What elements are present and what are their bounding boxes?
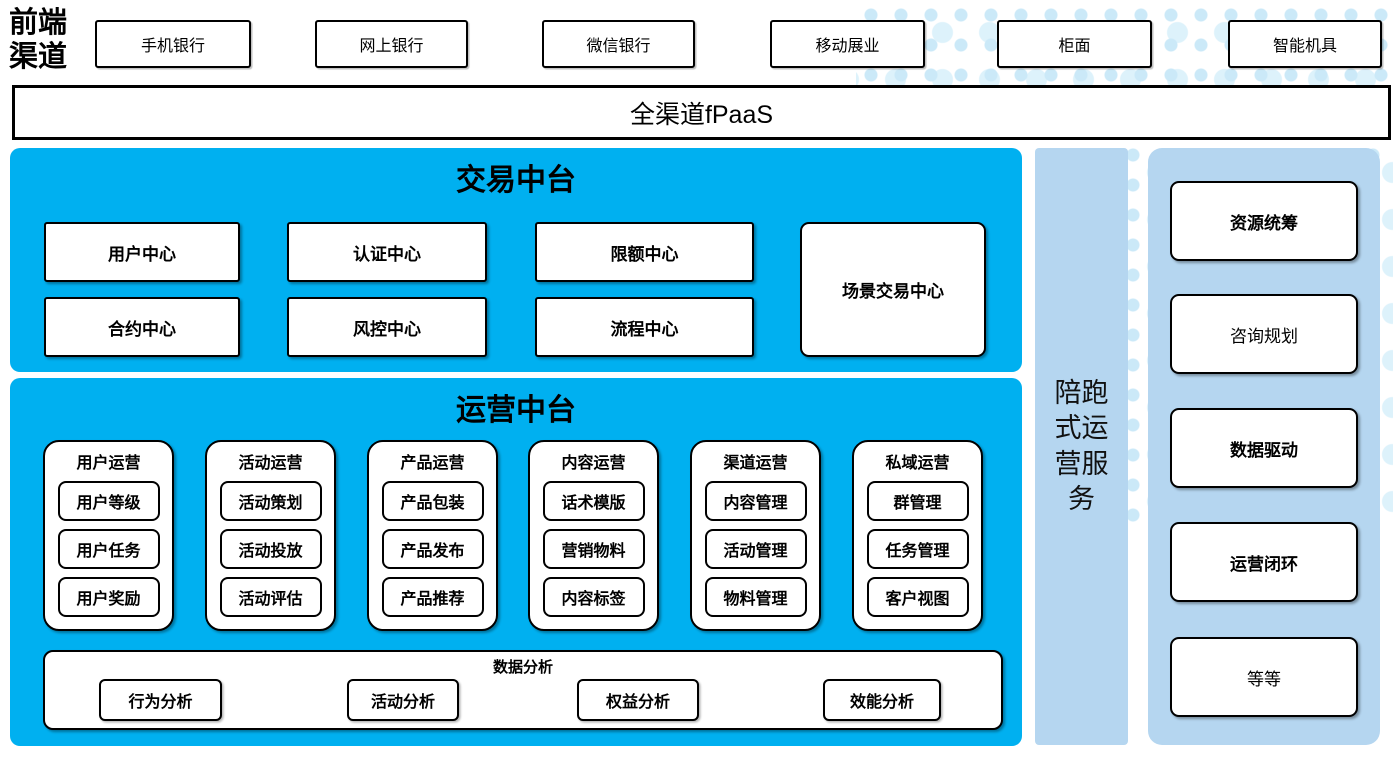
ops-item: 群管理 (866, 481, 969, 521)
ops-item: 任务管理 (866, 529, 969, 569)
service-box-etc: 等等 (1170, 637, 1358, 717)
transaction-platform-panel: 交易中台 用户中心 认证中心 限额中心 合约中心 风控中心 流程中心 场景交易中… (10, 148, 1022, 372)
ops-item: 营销物料 (542, 529, 645, 569)
ops-item: 活动管理 (704, 529, 807, 569)
ops-column-header: 内容运营 (561, 455, 626, 472)
ops-item: 内容标签 (542, 577, 645, 617)
ops-column-product: 产品运营 产品包装 产品发布 产品推荐 (367, 440, 498, 631)
service-panel: 资源统筹 咨询规划 数据驱动 运营闭环 等等 (1148, 148, 1380, 745)
ops-item: 物料管理 (704, 577, 807, 617)
ops-item: 用户任务 (57, 529, 160, 569)
center-box-scene-transaction: 场景交易中心 (800, 222, 986, 357)
ops-item: 产品包装 (381, 481, 484, 521)
ops-column-private-domain: 私域运营 群管理 任务管理 客户视图 (852, 440, 983, 631)
channel-box-counter: 柜面 (997, 20, 1152, 68)
center-box-risk: 风控中心 (287, 297, 487, 357)
service-box-operations-loop: 运营闭环 (1170, 522, 1358, 602)
center-box-limit: 限额中心 (535, 222, 754, 282)
ops-item: 活动策划 (219, 481, 322, 521)
channel-box-mobile-outreach: 移动展业 (770, 20, 925, 68)
analysis-item-behavior: 行为分析 (99, 679, 222, 721)
ops-item: 内容管理 (704, 481, 807, 521)
ops-column-campaign: 活动运营 活动策划 活动投放 活动评估 (205, 440, 336, 631)
front-channels-label: 前端渠道 (8, 5, 67, 73)
ops-item: 活动投放 (219, 529, 322, 569)
data-analysis-box: 数据分析 行为分析 活动分析 权益分析 效能分析 (43, 650, 1003, 730)
ops-column-channel: 渠道运营 内容管理 活动管理 物料管理 (690, 440, 821, 631)
ops-item: 产品发布 (381, 529, 484, 569)
center-box-user: 用户中心 (44, 222, 240, 282)
service-box-resource-planning: 资源统筹 (1170, 181, 1358, 261)
ops-item: 用户等级 (57, 481, 160, 521)
channel-box-wechat-banking: 微信银行 (542, 20, 695, 68)
ops-item: 客户视图 (866, 577, 969, 617)
companion-service-label: 陪跑式运营服务 (1054, 378, 1109, 514)
ops-column-header: 活动运营 (238, 455, 303, 472)
operations-platform-panel: 运营中台 用户运营 用户等级 用户任务 用户奖励 活动运营 活动策划 活动投放 … (10, 378, 1022, 746)
ops-item: 活动评估 (219, 577, 322, 617)
ops-item: 话术模版 (542, 481, 645, 521)
ops-column-header: 渠道运营 (723, 455, 788, 472)
analysis-item-campaign: 活动分析 (347, 679, 459, 721)
ops-column-header: 私域运营 (885, 455, 950, 472)
operations-platform-title: 运营中台 (456, 393, 576, 428)
center-box-process: 流程中心 (535, 297, 754, 357)
ops-column-content: 内容运营 话术模版 营销物料 内容标签 (528, 440, 659, 631)
ops-column-header: 产品运营 (400, 455, 465, 472)
ops-item: 用户奖励 (57, 577, 160, 617)
data-analysis-title: 数据分析 (492, 659, 553, 676)
analysis-item-efficiency: 效能分析 (823, 679, 941, 721)
fpaas-bar: 全渠道fPaaS (12, 85, 1391, 140)
companion-service-bar: 陪跑式运营服务 (1035, 148, 1128, 745)
center-box-auth: 认证中心 (287, 222, 487, 282)
service-box-consulting-planning: 咨询规划 (1170, 294, 1358, 374)
analysis-item-benefit: 权益分析 (577, 679, 699, 721)
fpaas-label: 全渠道fPaaS (629, 100, 774, 129)
transaction-platform-title: 交易中台 (456, 163, 576, 198)
channel-box-mobile-banking: 手机银行 (95, 20, 251, 68)
ops-column-user: 用户运营 用户等级 用户任务 用户奖励 (43, 440, 174, 631)
center-box-contract: 合约中心 (44, 297, 240, 357)
ops-item: 产品推荐 (381, 577, 484, 617)
channel-box-smart-devices: 智能机具 (1228, 20, 1382, 68)
ops-column-header: 用户运营 (76, 455, 141, 472)
service-box-data-driven: 数据驱动 (1170, 408, 1358, 488)
channel-box-online-banking: 网上银行 (315, 20, 468, 68)
